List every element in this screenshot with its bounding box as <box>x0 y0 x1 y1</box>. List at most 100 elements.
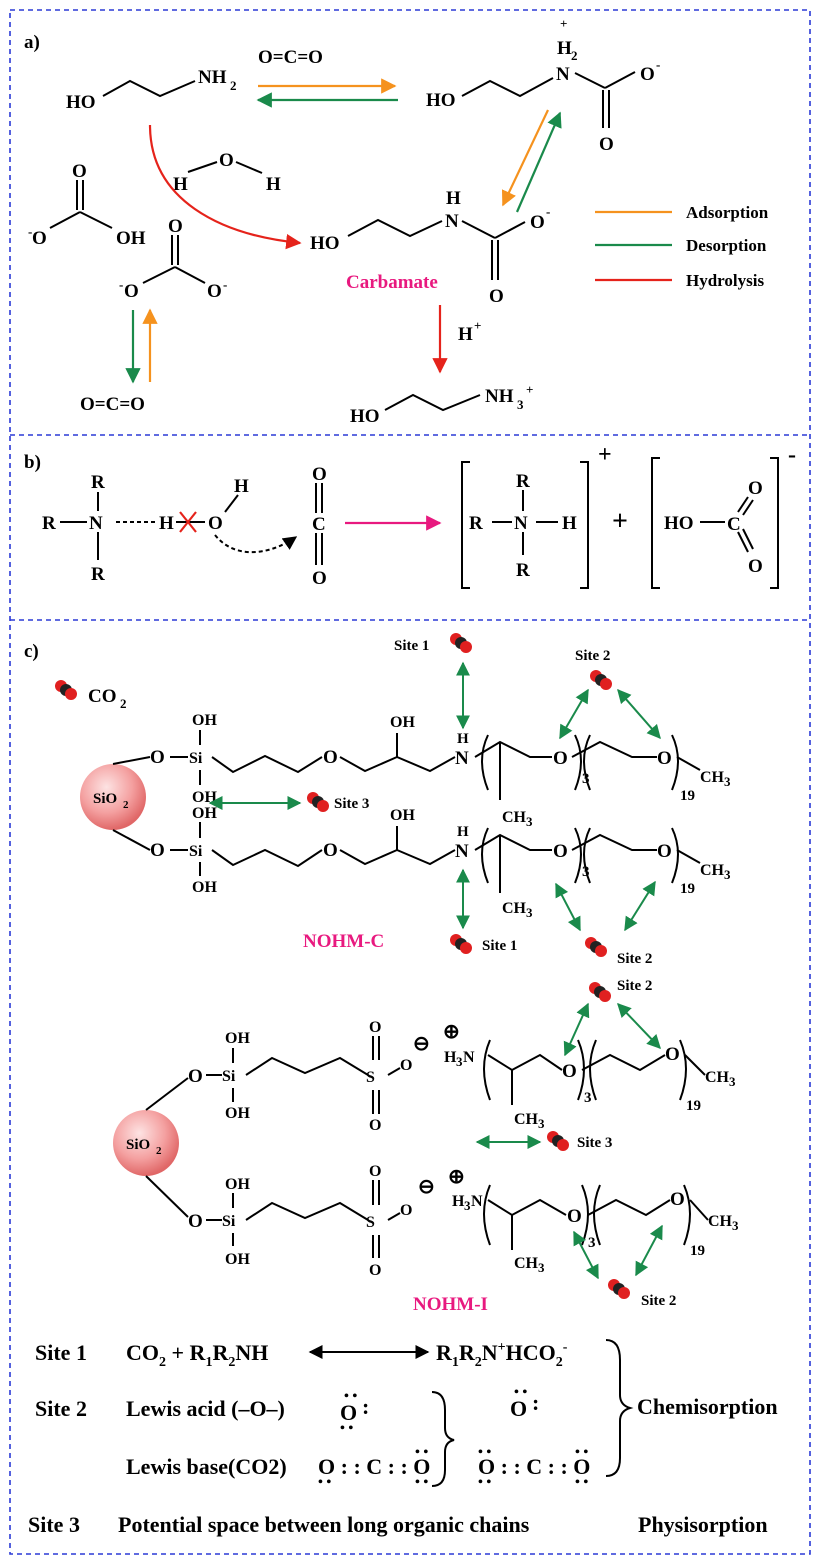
svg-text:HO: HO <box>66 92 96 113</box>
svg-text:2: 2 <box>571 48 578 63</box>
svg-text:OH: OH <box>225 1105 250 1122</box>
svg-text:H: H <box>266 174 281 195</box>
svg-text:H: H <box>452 1193 465 1210</box>
svg-text:NH: NH <box>198 67 227 88</box>
svg-text:19: 19 <box>680 788 695 804</box>
svg-text:Potential space between long o: Potential space between long organic cha… <box>118 1512 530 1537</box>
svg-text:SiO: SiO <box>93 791 117 807</box>
svg-text:O: O <box>748 556 763 577</box>
svg-text:O: O <box>323 747 338 768</box>
svg-text:Site 3: Site 3 <box>28 1512 80 1537</box>
svg-text:⊖: ⊖ <box>418 1176 435 1198</box>
svg-text:SiO: SiO <box>126 1137 150 1153</box>
svg-text:OH: OH <box>390 807 415 824</box>
svg-text:O: O <box>219 150 234 171</box>
svg-text:Site 2: Site 2 <box>617 951 652 967</box>
svg-text:3: 3 <box>584 1090 592 1106</box>
svg-text:O: O <box>530 212 545 233</box>
svg-text:N: N <box>89 513 103 534</box>
svg-text:• •: • • <box>318 1475 331 1490</box>
svg-text:O: O <box>567 1206 582 1227</box>
svg-text:S: S <box>366 1069 375 1086</box>
svg-text:CO2 + R1R2NH: CO2 + R1R2NH <box>126 1340 268 1370</box>
svg-text:• •: • • <box>415 1475 428 1490</box>
svg-text:Site 1: Site 1 <box>35 1340 87 1365</box>
svg-text:R: R <box>91 564 105 585</box>
svg-text:3: 3 <box>456 1054 463 1069</box>
svg-text:O: O <box>312 464 327 485</box>
svg-text:Si: Si <box>222 1068 236 1085</box>
svg-text:O: O <box>323 840 338 861</box>
svg-text:N: N <box>471 1193 483 1210</box>
svg-text:O: O <box>670 1189 685 1210</box>
legend: Adsorption Desorption Hydrolysis <box>595 203 769 290</box>
svg-text:HO: HO <box>426 90 456 111</box>
svg-text:O: O <box>124 281 139 302</box>
svg-text:• •: • • <box>514 1385 527 1400</box>
svg-text:O: O <box>188 1066 203 1087</box>
svg-text:Si: Si <box>189 843 203 860</box>
svg-text:Site 1: Site 1 <box>482 938 517 954</box>
svg-text:• •: • • <box>340 1421 353 1436</box>
svg-text:O: O <box>748 478 763 499</box>
svg-text:⊕: ⊕ <box>448 1166 465 1188</box>
svg-text:Site 1: Site 1 <box>394 638 429 654</box>
nohm-c-label: NOHM-C <box>303 931 384 952</box>
svg-text::: : <box>362 1394 369 1419</box>
svg-text:2: 2 <box>120 696 127 711</box>
svg-text:Lewis acid (–O–): Lewis acid (–O–) <box>126 1396 285 1421</box>
svg-text:Site 2: Site 2 <box>35 1396 87 1421</box>
svg-text:CH: CH <box>700 769 725 786</box>
svg-text:⊕: ⊕ <box>443 1021 460 1043</box>
svg-text:2: 2 <box>230 78 237 93</box>
svg-text:OH: OH <box>192 805 217 822</box>
svg-text:Site 2: Site 2 <box>575 648 610 664</box>
svg-text:H: H <box>234 476 249 497</box>
svg-text:R: R <box>469 513 483 534</box>
svg-text:O: O <box>400 1057 412 1074</box>
co2-top: O=C=O <box>258 47 323 68</box>
svg-text:O: O <box>369 1117 381 1134</box>
carbamate-label: Carbamate <box>346 272 438 293</box>
svg-text:+: + <box>526 382 533 397</box>
svg-text:• •: • • <box>415 1445 428 1460</box>
svg-text:Site 2: Site 2 <box>617 978 652 994</box>
svg-text:H: H <box>444 1049 457 1066</box>
svg-text:19: 19 <box>690 1243 705 1259</box>
panel-a-label: a) <box>24 32 40 53</box>
svg-text:⊖: ⊖ <box>413 1033 430 1055</box>
svg-text:• •: • • <box>575 1475 588 1490</box>
svg-text:O: O <box>340 1400 357 1425</box>
svg-text:2: 2 <box>156 1145 162 1157</box>
physisorption-label: Physisorption <box>638 1512 768 1537</box>
panel-borders <box>9 9 811 1555</box>
svg-text:O: O <box>188 1211 203 1232</box>
svg-text:3: 3 <box>724 774 731 789</box>
svg-text:O: O <box>510 1396 527 1421</box>
svg-text:N: N <box>445 211 459 232</box>
svg-text:O: O <box>369 1019 381 1036</box>
svg-text:3: 3 <box>464 1198 471 1213</box>
svg-text:N: N <box>455 841 469 862</box>
svg-text:N: N <box>455 748 469 769</box>
site-table: Site 1 CO2 + R1R2NH R1R2N+HCO2- Site 2 L… <box>28 1339 778 1537</box>
svg-text:Site 3: Site 3 <box>334 796 369 812</box>
svg-text:• •: • • <box>575 1445 588 1460</box>
svg-text:+: + <box>612 506 628 537</box>
svg-text:-: - <box>223 277 227 292</box>
svg-text:C: C <box>312 514 326 535</box>
svg-text:Si: Si <box>189 750 203 767</box>
svg-text:CH: CH <box>700 862 725 879</box>
svg-text:• •: • • <box>478 1445 491 1460</box>
svg-text:H: H <box>446 188 461 209</box>
svg-text:R1R2N+HCO2-: R1R2N+HCO2- <box>436 1340 568 1370</box>
svg-text:-: - <box>28 224 32 239</box>
svg-text:O: O <box>489 286 504 307</box>
svg-text:R: R <box>516 471 530 492</box>
svg-text:O : : C : : O: O : : C : : O <box>478 1454 590 1479</box>
svg-text:O: O <box>657 841 672 862</box>
svg-text:O: O <box>665 1044 680 1065</box>
svg-text:O: O <box>400 1202 412 1219</box>
panel-b: b) R R N R H O H O C <box>24 442 796 589</box>
svg-text:-: - <box>119 277 123 292</box>
